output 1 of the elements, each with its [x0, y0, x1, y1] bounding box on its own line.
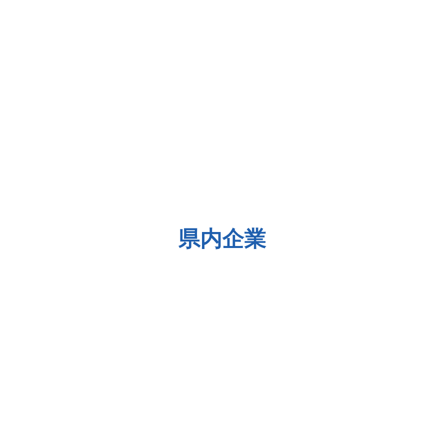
heading-text: 県内企業 — [178, 226, 266, 252]
